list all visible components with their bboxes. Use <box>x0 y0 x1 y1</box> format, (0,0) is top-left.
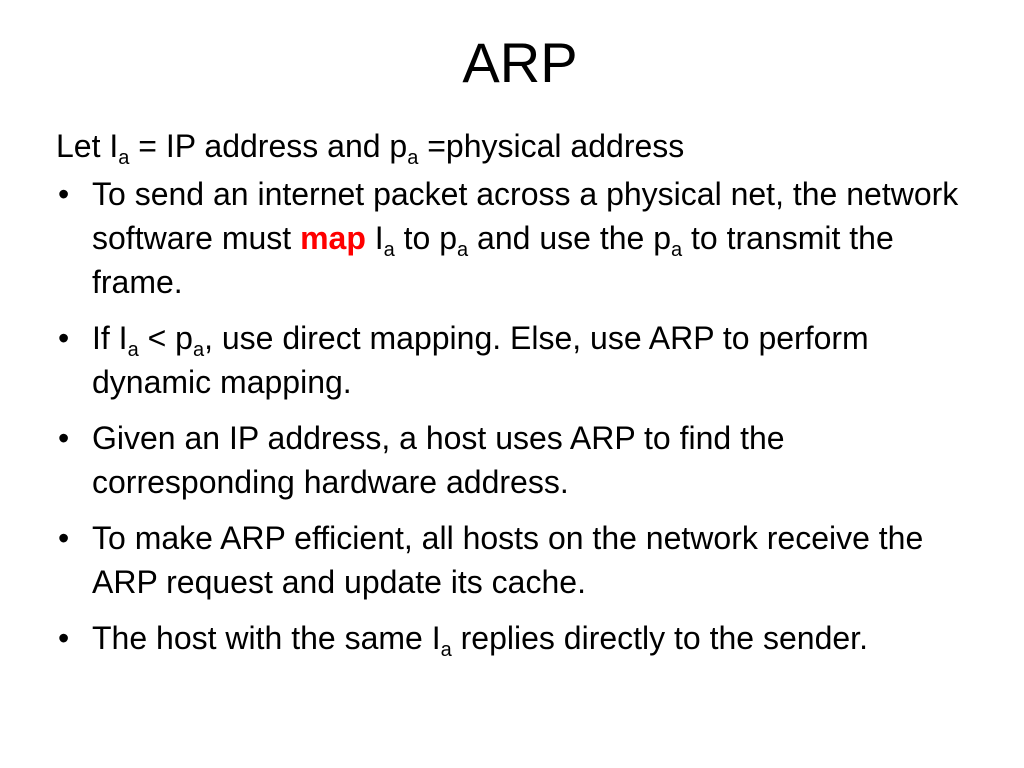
bullet-text: to p <box>394 220 458 256</box>
bullet-item: • The host with the same Ia replies direc… <box>56 616 986 660</box>
bullet-list: • To send an internet packet across a phy… <box>56 172 986 660</box>
subscript: a <box>670 239 683 261</box>
bullet-item: • Given an IP address, a host uses ARP to… <box>56 416 986 504</box>
subscript: a <box>440 639 452 661</box>
bullet-text: and use the p <box>468 220 671 256</box>
highlight-word: map <box>300 220 366 256</box>
bullet-item: • To make ARP efficient, all hosts on the… <box>56 516 986 604</box>
bullet-text: The host with the same I <box>92 620 441 656</box>
bullet-item: •If Ia < pa, use direct mapping. Else, u… <box>56 316 986 404</box>
bullet-icon: • <box>58 176 70 212</box>
bullet-text: I <box>365 220 384 256</box>
bullet-text: If I <box>92 320 128 356</box>
subscript: a <box>118 147 130 169</box>
subscript: a <box>407 147 419 169</box>
intro-text: =physical address <box>418 128 685 164</box>
bullet-text: , use direct mapping. Else, use ARP to p… <box>92 320 869 400</box>
subscript: a <box>192 339 205 361</box>
bullet-text: To make ARP efficient, all hosts on the … <box>92 520 924 600</box>
bullet-icon: • <box>58 620 70 656</box>
subscript: a <box>457 239 469 261</box>
bullet-text: To send an internet packet across a phys… <box>92 176 959 256</box>
intro-line: Let Ia = IP address and pa =physical add… <box>56 124 986 168</box>
intro-text: = IP address and p <box>129 128 408 164</box>
bullet-item: • To send an internet packet across a phy… <box>56 172 986 304</box>
slide-title: ARP <box>462 31 578 94</box>
slide-body: Let Ia = IP address and pa =physical add… <box>56 124 986 672</box>
intro-text: Let I <box>56 128 119 164</box>
bullet-text: to transmit the frame. <box>92 220 894 300</box>
bullet-text: replies directly to the sender. <box>451 620 868 656</box>
subscript: a <box>127 339 139 361</box>
bullet-text: < p <box>138 320 193 356</box>
bullet-icon: • <box>58 320 70 356</box>
bullet-icon: • <box>58 520 70 556</box>
subscript: a <box>383 239 395 261</box>
bullet-icon: • <box>58 420 70 456</box>
bullet-text: Given an IP address, a host uses ARP to … <box>92 420 785 500</box>
